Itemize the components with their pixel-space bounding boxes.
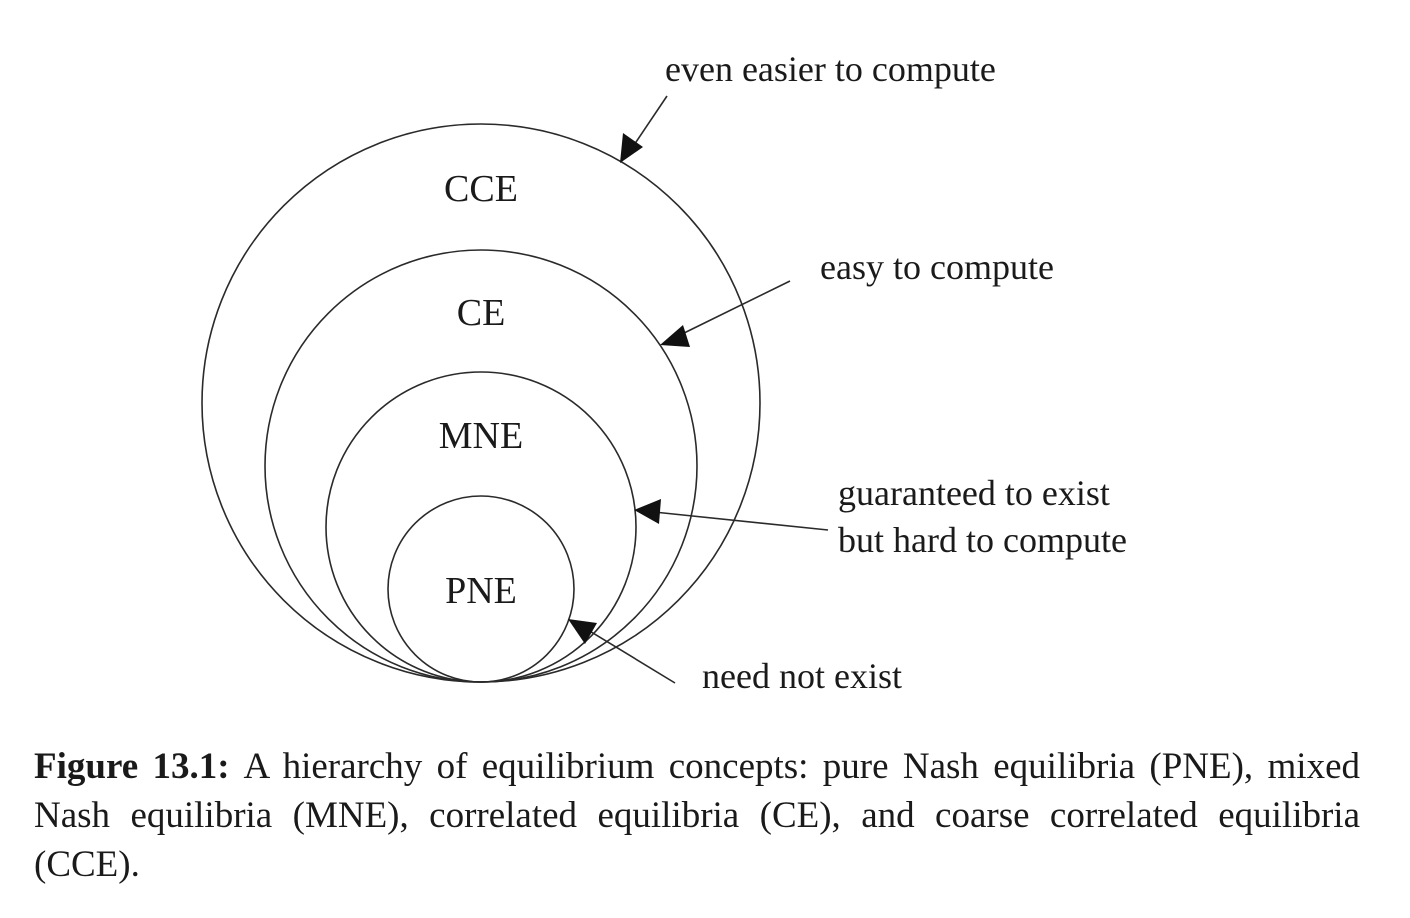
cce-arrow [620, 95, 668, 163]
cce-annotation: even easier to compute [665, 49, 996, 89]
pne-circle [387, 495, 575, 683]
ce-annotation: easy to compute [820, 247, 1054, 287]
mne-label: MNE [439, 415, 523, 457]
figure-caption: Figure 13.1:A hierarchy of equilibrium c… [34, 742, 1360, 889]
figure-label: Figure 13.1: [34, 746, 230, 787]
ce-arrow [660, 280, 791, 347]
pne-label: PNE [445, 570, 517, 612]
equilibrium-hierarchy-diagram: CCE CE MNE PNE even easier to compute ea… [201, 49, 1127, 696]
ce-label: CE [457, 292, 506, 334]
pne-arrow [568, 619, 676, 684]
mne-arrow [634, 499, 829, 531]
cce-label: CCE [444, 168, 518, 210]
mne-annotation-line1: guaranteed to exist [838, 473, 1110, 513]
caption-text: A hierarchy of equilibrium concepts: pur… [34, 746, 1360, 885]
pne-annotation: need not exist [702, 656, 902, 696]
mne-annotation-line2: but hard to compute [838, 520, 1127, 560]
